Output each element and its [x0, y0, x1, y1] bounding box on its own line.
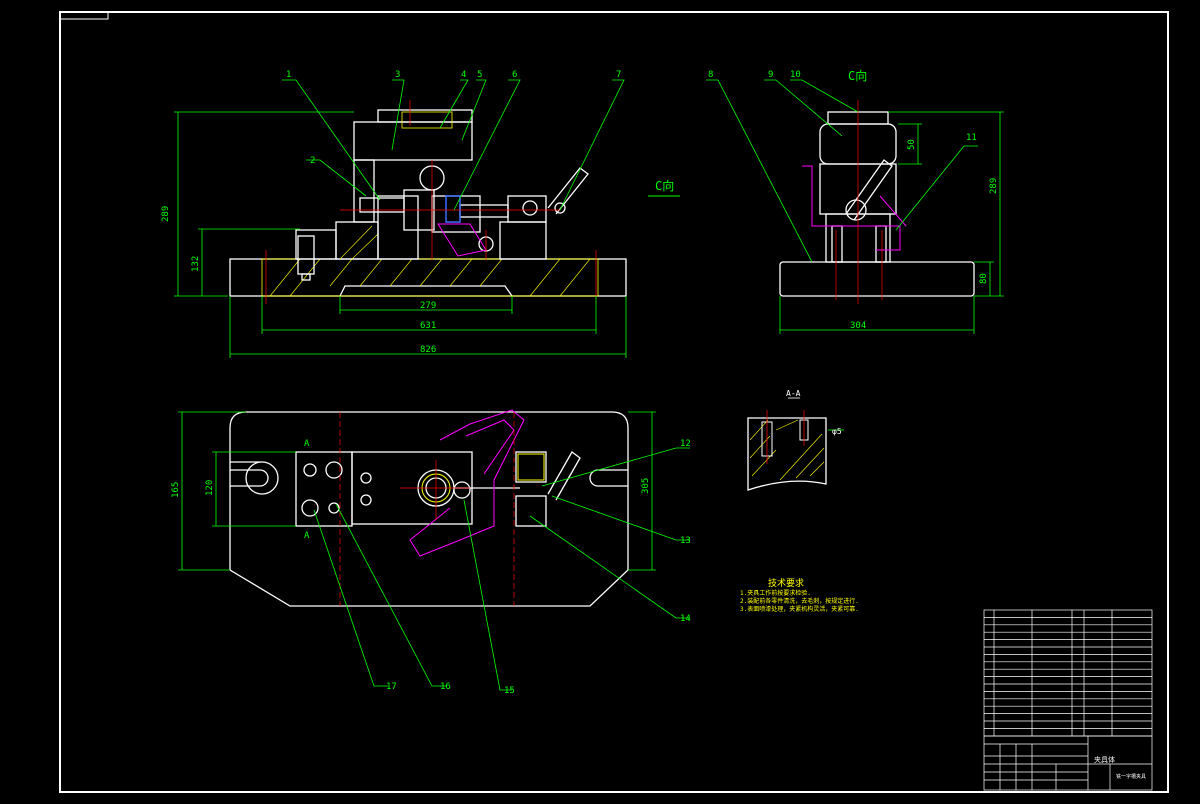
technical-notes: 技术要求 1.夹具工作前按要求检验. 2.装配前各零件清洗，去毛刺，按规定进行.… [740, 577, 859, 613]
dim-289-front: 289 [161, 206, 171, 222]
section-mark-a-top: A [304, 439, 310, 449]
dim-279-front: 279 [420, 301, 436, 311]
balloon-17: 17 [386, 682, 397, 692]
dim-289-side: 289 [989, 178, 999, 194]
balloon-2: 2 [310, 156, 315, 166]
title-block [983, 735, 1153, 791]
section-mark-a-bottom: A [304, 531, 310, 541]
balloon-3: 3 [395, 70, 400, 80]
dim-120-top: 120 [205, 480, 215, 496]
balloon-1: 1 [286, 70, 291, 80]
balloon-16: 16 [440, 682, 451, 692]
corner-tab [59, 11, 109, 20]
side-view-label: C向 [848, 68, 867, 83]
balloon-15: 15 [504, 686, 515, 696]
bom-table [983, 609, 1153, 737]
balloon-9: 9 [768, 70, 773, 80]
dim-826-front: 826 [420, 345, 436, 355]
balloon-11: 11 [966, 133, 977, 143]
svg-text:C向: C向 [655, 178, 674, 193]
dim-80-side: 80 [979, 273, 989, 284]
dim-50-side: 50 [907, 139, 917, 150]
balloon-8: 8 [708, 70, 713, 80]
section-aa: A-A φ5 [747, 389, 844, 491]
dim-305-top: 305 [641, 478, 651, 494]
dim-165-top: 165 [171, 482, 181, 498]
svg-text:A-A: A-A [786, 389, 801, 398]
notes-line-2: 2.装配前各零件清洗，去毛刺，按规定进行. [740, 597, 859, 605]
balloon-4: 4 [461, 70, 466, 80]
balloon-5: 5 [477, 70, 482, 80]
title-block-drawing-name: 夹具体 [1094, 755, 1115, 764]
notes-line-1: 1.夹具工作前按要求检验. [740, 589, 811, 597]
notes-line-3: 3.表面喷漆处理，夹紧机构灵活，夹紧可靠. [740, 605, 859, 613]
balloon-10: 10 [790, 70, 801, 80]
c-view-arrow: C向 [648, 178, 680, 197]
outer-frame [59, 11, 1169, 793]
dim-phi5: φ5 [832, 427, 842, 436]
balloon-6: 6 [512, 70, 517, 80]
balloon-7: 7 [616, 70, 621, 80]
dim-132-front: 132 [191, 256, 201, 272]
dim-304-side: 304 [850, 321, 866, 331]
notes-title: 技术要求 [768, 577, 804, 589]
balloon-14: 14 [680, 614, 691, 624]
dim-631-front: 631 [420, 321, 436, 331]
balloon-12: 12 [680, 439, 691, 449]
title-block-company: 铣一字槽夹具 [1116, 773, 1146, 780]
balloon-13: 13 [680, 536, 691, 546]
